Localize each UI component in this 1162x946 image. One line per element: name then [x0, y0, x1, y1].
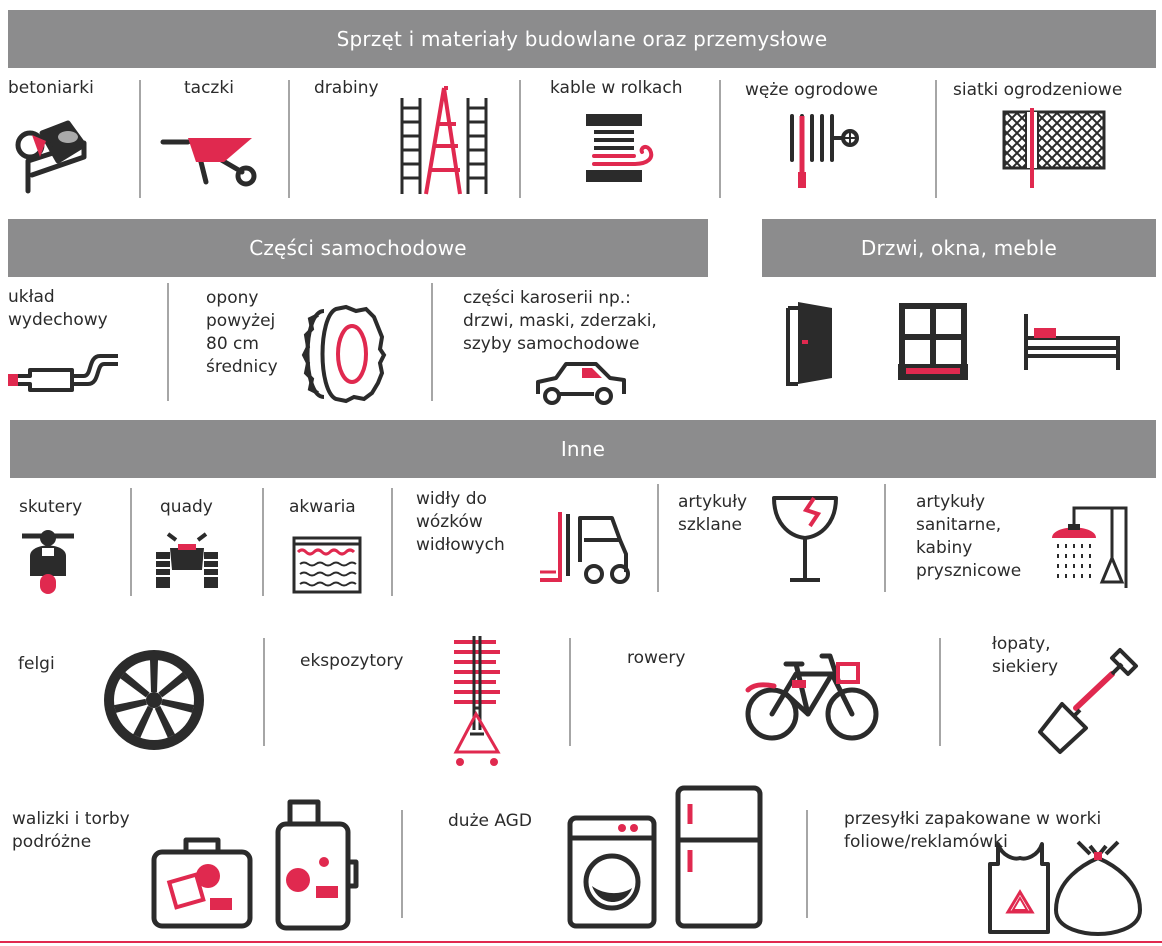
label-line: powyżej [206, 311, 276, 331]
item-label: akwaria [289, 497, 356, 517]
forklift-icon [540, 512, 630, 584]
label-line: drzwi, maski, zderzaki, [463, 311, 657, 331]
item-label: kable w rolkach [550, 78, 683, 98]
suitcase-icon [151, 799, 359, 931]
aquarium-icon [292, 536, 362, 594]
label-line: walizki i torby [12, 809, 130, 829]
item-label: widły do wózków widłowych [416, 488, 505, 557]
bottom-accent-line [0, 941, 1162, 943]
item-label: rowery [627, 648, 686, 668]
separator [884, 484, 886, 592]
label-line: siekiery [992, 657, 1059, 677]
separator [288, 80, 290, 198]
separator [939, 638, 941, 746]
garden-hose-icon [790, 114, 859, 188]
separator [139, 80, 141, 198]
section-bar-other: Inne [10, 420, 1156, 478]
label-line: szyby samochodowe [463, 334, 640, 354]
item-label: artykuły sanitarne, kabiny prysznicowe [916, 491, 1021, 583]
section-title: Sprzęt i materiały budowlane oraz przemy… [336, 27, 828, 51]
item-label: artykuły szklane [678, 491, 747, 537]
label-line: artykuły [678, 492, 748, 512]
item-label: taczki [184, 78, 234, 98]
display-rack-icon [453, 636, 501, 766]
label-line: widłowych [416, 535, 505, 555]
plastic-bag-icon [988, 840, 1142, 936]
door-icon [786, 302, 832, 386]
separator [431, 283, 433, 401]
quad-icon [156, 532, 218, 588]
item-label: skutery [19, 497, 83, 517]
car-icon [536, 362, 626, 405]
label-line: części karoserii np.: [463, 288, 631, 308]
shovel-icon [1038, 648, 1138, 754]
appliances-icon [567, 785, 763, 929]
label-line: widły do [416, 489, 487, 509]
cable-reel-icon [586, 114, 654, 182]
separator [130, 488, 132, 596]
label-line: 80 cm [206, 334, 259, 354]
section-bar-car-parts: Części samochodowe [8, 219, 708, 277]
exhaust-system-icon [8, 354, 118, 392]
label-line: foliowe/reklamówki [844, 832, 1008, 852]
label-line: przesyłki zapakowane w worki [844, 809, 1102, 829]
section-bar-doors: Drzwi, okna, meble [762, 219, 1156, 277]
separator [167, 283, 169, 401]
bicycle-icon [745, 653, 879, 741]
section-bar-construction: Sprzęt i materiały budowlane oraz przemy… [8, 10, 1156, 68]
item-label: drabiny [314, 78, 379, 98]
wheelbarrow-icon [160, 138, 257, 187]
broken-glass-icon [772, 496, 838, 582]
rim-icon [104, 650, 204, 750]
section-title: Części samochodowe [249, 236, 467, 260]
separator [569, 638, 571, 746]
fence-mesh-icon [1002, 108, 1106, 188]
ladder-icon [400, 86, 488, 195]
item-label: układ wydechowy [8, 286, 108, 332]
section-title: Drzwi, okna, meble [860, 236, 1058, 260]
item-label: ekspozytory [300, 651, 404, 671]
item-label: walizki i torby podróżne [12, 808, 130, 854]
label-line: prysznicowe [916, 561, 1022, 581]
item-label: betoniarki [8, 78, 94, 98]
label-line: układ [8, 287, 55, 307]
label-line: wózków [416, 512, 483, 532]
separator [391, 488, 393, 596]
label-line: wydechowy [8, 310, 108, 330]
label-line: łopaty, [992, 634, 1051, 654]
label-line: artykuły [916, 492, 986, 512]
item-label: opony powyżej 80 cm średnicy [206, 287, 278, 379]
separator [719, 80, 721, 198]
item-label: przesyłki zapakowane w worki foliowe/rek… [844, 808, 1101, 854]
separator [519, 80, 521, 198]
item-label: duże AGD [448, 811, 532, 831]
label-line: podróżne [12, 832, 92, 852]
separator [935, 80, 937, 198]
item-label: węże ogrodowe [745, 80, 878, 100]
separator [657, 484, 659, 592]
bed-icon [1024, 314, 1120, 370]
separator [401, 810, 403, 918]
item-label: siatki ogrodzeniowe [953, 80, 1123, 100]
scooter-icon [22, 530, 74, 594]
separator [806, 810, 808, 918]
item-label: felgi [18, 654, 55, 674]
item-label: quady [160, 497, 213, 517]
item-label: części karoserii np.: drzwi, maski, zder… [463, 287, 657, 356]
concrete-mixer-icon [15, 120, 87, 194]
label-line: szklane [678, 515, 742, 535]
label-line: sanitarne, [916, 515, 1002, 535]
label-line: kabiny [916, 538, 973, 558]
shower-icon [1052, 506, 1128, 588]
section-title: Inne [560, 437, 606, 461]
window-icon [898, 303, 968, 380]
label-line: opony [206, 288, 259, 308]
tire-icon [301, 304, 387, 404]
item-label: łopaty, siekiery [992, 633, 1058, 679]
separator [263, 638, 265, 746]
separator [262, 488, 264, 596]
label-line: średnicy [206, 357, 278, 377]
